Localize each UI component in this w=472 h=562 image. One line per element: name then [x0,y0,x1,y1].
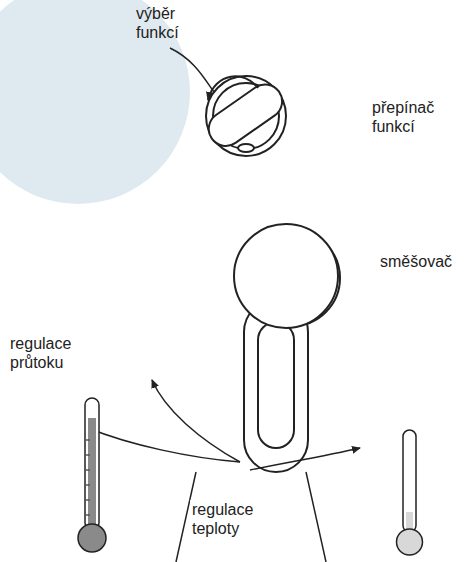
guide-line [176,472,326,562]
cold-thermometer [397,430,423,555]
flow-label: regulace průtoku [10,334,102,372]
control-arrows [88,380,360,470]
mixer-label: směšovač [380,252,460,271]
temperature-label: regulace teploty [190,500,286,538]
hot-thermometer [78,398,106,552]
function-select-label: výběr funkcí [136,4,206,42]
mixer [234,224,340,472]
rotation-arrow [208,76,258,100]
switch-label: přepínač funkcí [372,98,452,136]
function-switch [202,76,289,156]
leader-line [170,48,214,92]
